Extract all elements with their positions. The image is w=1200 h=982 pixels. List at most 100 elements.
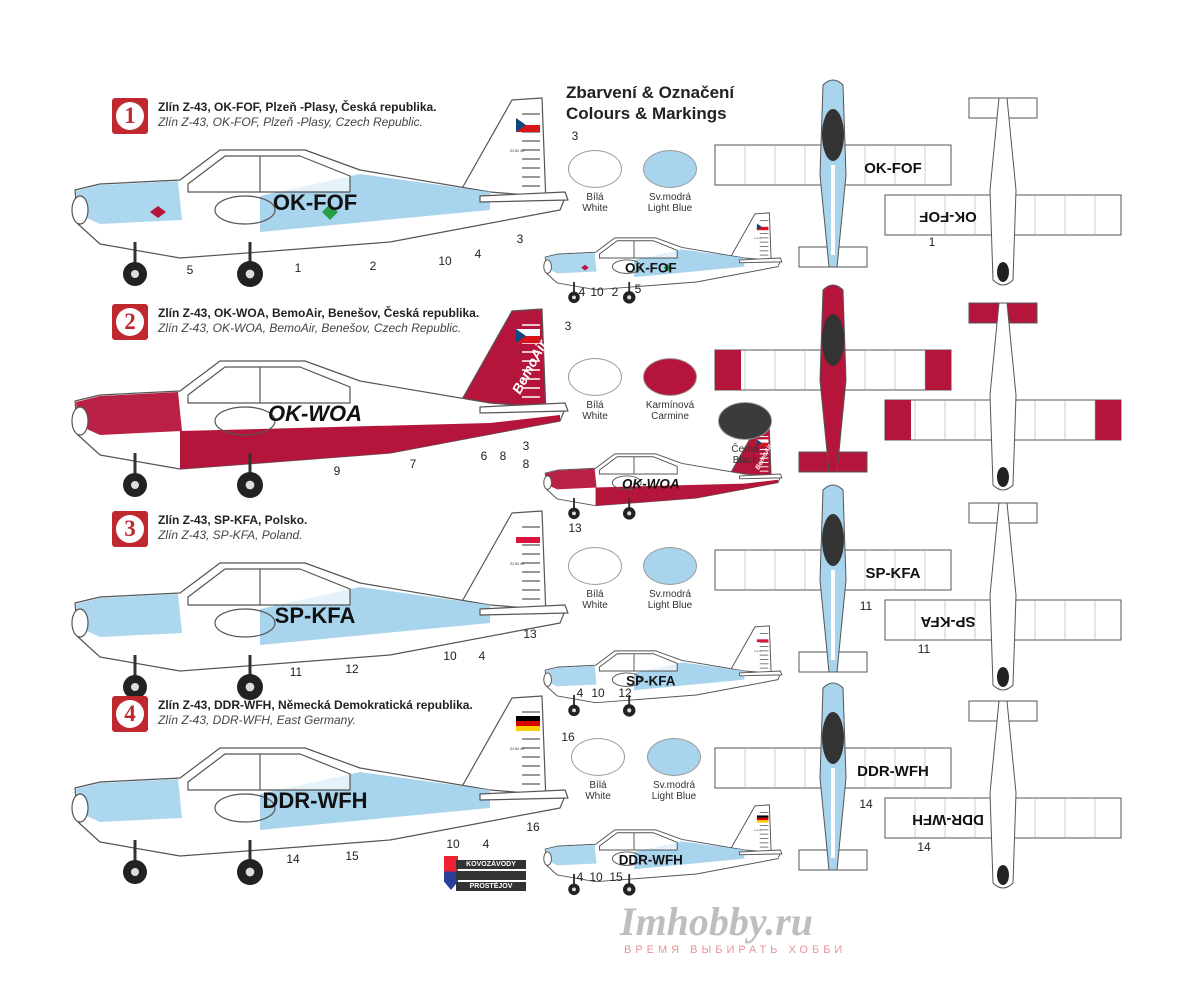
swatch-label-cz: Sv.modrá bbox=[648, 192, 692, 203]
callout-number: 4 bbox=[479, 649, 486, 663]
callout-number: 16 bbox=[526, 820, 540, 834]
canopy bbox=[598, 832, 678, 851]
side-view-4: DDR-WFH ZLIN 43 bbox=[71, 695, 569, 885]
callout-number: 9 bbox=[334, 464, 341, 478]
registration-text: OK-WOA bbox=[268, 401, 362, 426]
canopy bbox=[187, 753, 351, 791]
swatch-label-cz: Bílá bbox=[586, 400, 604, 411]
top-view: SP-KFA bbox=[714, 484, 952, 673]
scheme-number: 1 bbox=[116, 102, 144, 130]
swatch-label-cz: Sv.modrá bbox=[648, 589, 692, 600]
callout-number: 12 bbox=[618, 686, 632, 700]
callout-number: 10 bbox=[591, 686, 605, 700]
registration-text: SP-KFA bbox=[626, 673, 676, 688]
fin-marking: ZLIN 43 bbox=[754, 651, 761, 653]
canopy bbox=[598, 653, 678, 672]
swatch-label-cz: Bílá bbox=[589, 780, 607, 791]
registration-text: OK-WOA bbox=[622, 476, 679, 491]
callout-number: 10 bbox=[446, 837, 460, 851]
callout-number: 14 bbox=[917, 840, 931, 854]
registration-text: DDR-WFH bbox=[262, 788, 367, 813]
callout-number: 4 bbox=[579, 285, 586, 299]
side-view-small-3: SP-KFA ZLIN 43 bbox=[543, 625, 783, 717]
callout-number: 5 bbox=[187, 263, 194, 277]
wing-registration: SP-KFA bbox=[865, 565, 920, 582]
callout-number: 3 bbox=[572, 129, 579, 143]
callout-number: 4 bbox=[577, 870, 584, 884]
callout-number: 13 bbox=[523, 627, 537, 641]
scheme-caption-4: Zlín Z-43, DDR-WFH, Německá Demokratická… bbox=[158, 698, 473, 728]
fin-marking: ZLIN 43 bbox=[510, 746, 525, 751]
callout-number: 3 bbox=[565, 319, 572, 333]
callout-number: 1 bbox=[295, 261, 302, 275]
swatch-label-cz: Bílá bbox=[586, 589, 604, 600]
scheme-badge-4: 4 bbox=[112, 696, 148, 732]
callout-number: 6 bbox=[481, 449, 488, 463]
callout-number: 5 bbox=[635, 282, 642, 296]
swatch-label-en: Black bbox=[732, 455, 758, 466]
wing-registration: DDR-WFH bbox=[912, 811, 984, 828]
swatch-color bbox=[647, 738, 701, 776]
swatch-label-cz: Sv.modrá bbox=[652, 780, 696, 791]
scheme-badge-3: 3 bbox=[112, 511, 148, 547]
callout-number: 4 bbox=[577, 686, 584, 700]
title-en: Zlín Z-43, OK-FOF, Plzeň -Plasy, Czech R… bbox=[158, 115, 423, 129]
swatch-color bbox=[643, 547, 697, 585]
watermark-brand: Imhobby.ru bbox=[620, 899, 814, 944]
scheme-number: 2 bbox=[116, 308, 144, 336]
callout-number: 12 bbox=[345, 662, 359, 676]
swatch-label-en: White bbox=[585, 791, 611, 802]
heading-en: Colours & Markings bbox=[566, 104, 727, 123]
swatch-label-en: White bbox=[582, 203, 608, 214]
callout-number: 3 bbox=[517, 232, 524, 246]
scheme-badge-1: 1 bbox=[112, 98, 148, 134]
wing-registration: OK-FOF bbox=[919, 208, 977, 225]
callout-number: 7 bbox=[410, 457, 417, 471]
callout-number: 10 bbox=[438, 254, 452, 268]
callout-number: 10 bbox=[590, 285, 604, 299]
kovozavody-logo: KOVOZÁVODY PROSTĚJOV bbox=[436, 856, 526, 892]
fin-marking: ZLIN 43 bbox=[510, 148, 525, 153]
registration-text: SP-KFA bbox=[275, 603, 356, 628]
bottom-view: SP-KFA bbox=[884, 502, 1122, 691]
canopy bbox=[598, 240, 678, 259]
title-en: Zlín Z-43, OK-WOA, BemoAir, Benešov, Cze… bbox=[158, 321, 462, 335]
logo-line1: KOVOZÁVODY bbox=[456, 860, 526, 869]
logo-bar bbox=[456, 871, 526, 880]
callout-number: 16 bbox=[561, 730, 575, 744]
callout-number: 4 bbox=[483, 837, 490, 851]
swatch-color bbox=[718, 402, 772, 440]
scheme-caption-1: Zlín Z-43, OK-FOF, Plzeň -Plasy, Česká r… bbox=[158, 100, 437, 130]
page-heading: Zbarvení & Označení Colours & Markings bbox=[566, 82, 734, 124]
swatch-color bbox=[568, 547, 622, 585]
swatch-label-en: White bbox=[582, 411, 608, 422]
bottom-view: OK-FOF bbox=[884, 97, 1122, 286]
swatch-label-cz: Černá bbox=[731, 444, 759, 455]
callout-number: 2 bbox=[612, 285, 619, 299]
swatch-color bbox=[571, 738, 625, 776]
callout-number: 11 bbox=[918, 642, 931, 656]
swatch-label-en: Light Blue bbox=[647, 203, 693, 214]
swatch-color bbox=[643, 150, 697, 188]
heading-cz: Zbarvení & Označení bbox=[566, 83, 735, 102]
title-cz: Zlín Z-43, OK-FOF, Plzeň -Plasy, Česká r… bbox=[158, 100, 437, 114]
swatch-color bbox=[568, 358, 622, 396]
callout-number: 11 bbox=[860, 599, 873, 613]
title-cz: Zlín Z-43, SP-KFA, Polsko. bbox=[158, 513, 308, 527]
callout-number: 10 bbox=[443, 649, 457, 663]
callout-number: 4 bbox=[475, 247, 482, 261]
top-view: DDR-WFH bbox=[714, 682, 952, 871]
logo-line2: PROSTĚJOV bbox=[456, 882, 526, 891]
bottom-view: DDR-WFH bbox=[884, 700, 1122, 889]
scheme-number: 4 bbox=[116, 700, 144, 728]
